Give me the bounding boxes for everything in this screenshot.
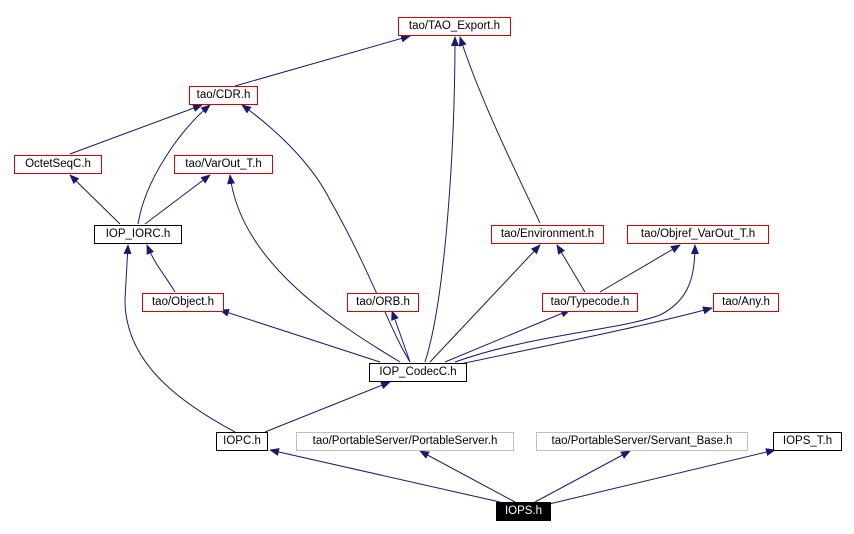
edge-iorc-to-octetseqc <box>69 174 121 225</box>
edge-codecc-to-objref-varout <box>454 244 699 363</box>
edge-codecc-to-any <box>459 306 713 365</box>
node-octetseqc[interactable]: OctetSeqC.h <box>14 155 102 174</box>
node-label: tao/Object.h <box>151 296 214 308</box>
node-tao-objref-varout[interactable]: tao/Objref_VarOut_T.h <box>627 225 769 244</box>
node-label: tao/CDR.h <box>196 89 251 101</box>
edge-environment-to-tao-export <box>458 36 541 224</box>
node-label: tao/Any.h <box>722 296 770 308</box>
edge-codecc-to-tao-export <box>424 36 459 363</box>
node-tao-object[interactable]: tao/Object.h <box>142 293 224 312</box>
edge-typecode-to-environment <box>556 244 586 293</box>
edge-iopc-to-codecc <box>264 381 391 433</box>
node-iops-root: IOPS.h <box>496 502 551 521</box>
node-label: IOPC.h <box>223 435 261 447</box>
node-tao-varout[interactable]: tao/VarOut_T.h <box>174 155 273 174</box>
edge-iops-to-portableserver <box>419 450 516 503</box>
node-label: IOPS_T.h <box>782 435 833 447</box>
edge-typecode-to-objref-varout <box>599 244 681 293</box>
edge-codecc-to-object <box>219 308 381 363</box>
node-label: tao/PortableServer/PortableServer.h <box>312 435 498 447</box>
node-tao-environment[interactable]: tao/Environment.h <box>491 225 604 244</box>
node-label: IOP_CodecC.h <box>379 366 457 378</box>
node-label: tao/VarOut_T.h <box>185 158 262 170</box>
edge-cdr-to-tao-export <box>234 34 411 87</box>
edge-codecc-to-cdr <box>241 104 411 363</box>
edge-iops-to-iops-t <box>544 448 776 506</box>
node-label: tao/ORB.h <box>356 296 410 308</box>
node-iops-t[interactable]: IOPS_T.h <box>773 432 842 451</box>
node-tao-cdr[interactable]: tao/CDR.h <box>189 86 258 105</box>
edge-codecc-to-varout <box>227 174 401 363</box>
node-iop-codecc[interactable]: IOP_CodecC.h <box>369 363 467 382</box>
node-label: tao/TAO_Export.h <box>408 20 501 32</box>
edge-iops-to-servant-base <box>534 450 631 503</box>
node-tao-any[interactable]: tao/Any.h <box>713 293 779 312</box>
edge-octetseqc-to-cdr <box>69 104 203 155</box>
node-iop-iorc[interactable]: IOP_IORC.h <box>94 225 182 244</box>
node-servant-base: tao/PortableServer/Servant_Base.h <box>536 432 748 451</box>
edge-iopc-to-iorc <box>123 244 236 433</box>
node-label: tao/Objref_VarOut_T.h <box>640 228 756 240</box>
node-label: OctetSeqC.h <box>25 158 91 170</box>
node-label: tao/Environment.h <box>500 228 595 240</box>
node-portableserver: tao/PortableServer/PortableServer.h <box>296 432 514 451</box>
edge-iorc-to-varout <box>144 174 211 225</box>
node-label: tao/PortableServer/Servant_Base.h <box>551 435 733 447</box>
edge-codecc-to-environment <box>429 244 541 363</box>
edge-codecc-to-typecode <box>444 309 571 363</box>
node-tao-orb[interactable]: tao/ORB.h <box>347 293 419 312</box>
node-label: IOP_IORC.h <box>105 228 171 240</box>
node-tao-export[interactable]: tao/TAO_Export.h <box>398 17 511 36</box>
node-label: IOPS.h <box>504 505 543 517</box>
node-iopc[interactable]: IOPC.h <box>216 432 268 451</box>
edge-object-to-iorc <box>146 244 176 293</box>
edge-codecc-to-orb <box>391 310 411 363</box>
edge-iorc-to-cdr <box>137 104 211 225</box>
node-label: tao/Typecode.h <box>550 296 630 308</box>
node-tao-typecode[interactable]: tao/Typecode.h <box>542 293 638 312</box>
edge-iops-to-iopc <box>269 448 501 503</box>
